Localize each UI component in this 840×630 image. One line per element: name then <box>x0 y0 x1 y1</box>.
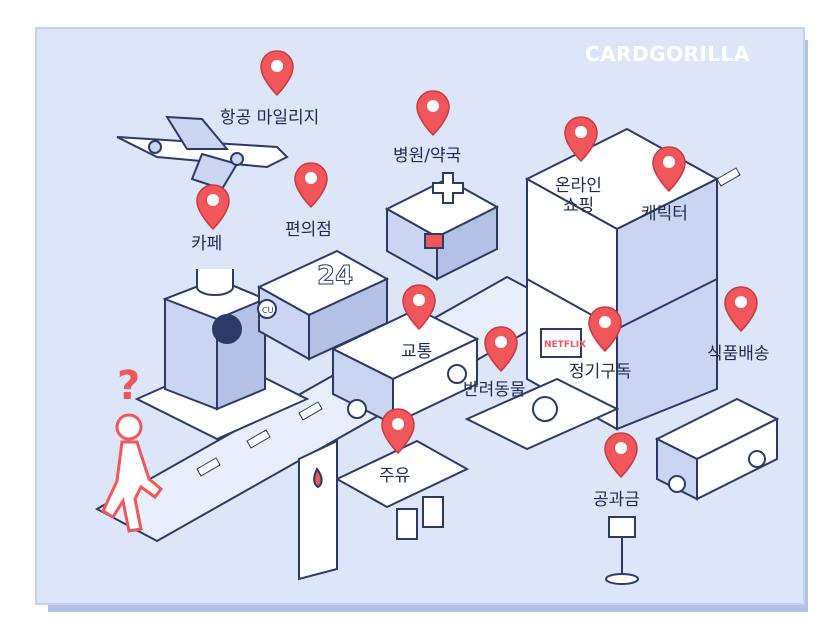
label-convenience: 편의점 <box>285 220 332 240</box>
streaming-sign: NETFLIX <box>544 340 586 350</box>
pin-convenience <box>294 162 328 208</box>
cardgorilla-logo: CARDGORILLA <box>585 42 750 66</box>
label-hospital: 병원/약국 <box>393 146 462 166</box>
cafe-building <box>134 269 310 441</box>
airplane-icon <box>116 115 289 191</box>
city-illustration: CU 24 NETFLIX <box>94 50 780 585</box>
pin-hospital <box>416 90 450 136</box>
pin-utilities <box>604 432 638 478</box>
label-airline: 항공 마일리지 <box>220 108 320 128</box>
label-transport: 교통 <box>401 342 433 362</box>
label-fuel: 주유 <box>379 466 411 486</box>
question-mark: ? <box>117 363 140 409</box>
label-cafe: 카페 <box>191 234 223 254</box>
store-24-sign: 24 <box>317 261 353 291</box>
label-character: 캐릭터 <box>641 204 688 224</box>
label-food-delivery: 식품배송 <box>707 344 770 364</box>
label-utilities: 공과금 <box>593 490 640 510</box>
pin-airline <box>260 50 294 96</box>
label-online-shopping: 온라인 쇼핑 <box>555 176 602 216</box>
label-subscription: 정기구독 <box>569 362 632 382</box>
hospital-building <box>384 172 500 281</box>
mailbox-icon <box>605 516 639 585</box>
pin-food-delivery <box>724 286 758 332</box>
pin-pets <box>484 326 518 372</box>
delivery-truck <box>654 397 780 501</box>
person-icon <box>101 413 164 533</box>
road-markings <box>196 167 741 477</box>
convenience-store: CU 24 <box>256 249 390 361</box>
pin-cafe <box>196 184 230 230</box>
pet-yard <box>464 377 620 451</box>
illustration-card: CU 24 NETFLIX <box>35 27 805 605</box>
gas-station <box>298 439 470 581</box>
label-pets: 반려동물 <box>463 380 526 400</box>
cu-sign: CU <box>262 306 274 315</box>
